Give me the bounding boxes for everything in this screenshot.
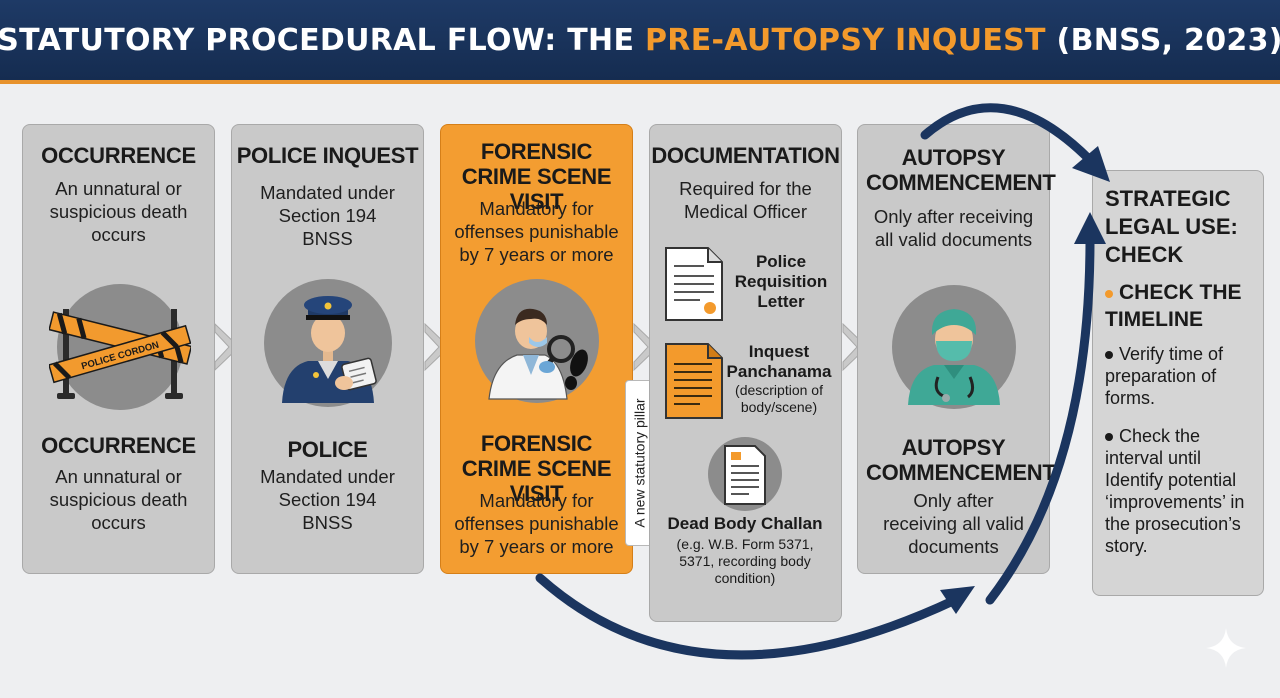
title-part-2: (BNSS, 2023) <box>1045 22 1280 58</box>
title-accent: PRE-AUTOPSY INQUEST <box>645 22 1046 58</box>
header-banner: STATUTORY PROCEDURAL FLOW: THE PRE-AUTOP… <box>0 0 1280 84</box>
step-card-occurrence: OCCURRENCE An unnatural or suspicious de… <box>22 124 215 574</box>
step-description: Mandated under Section 194 BNSS <box>260 182 395 249</box>
document-dead-body-challan: Dead Body Challan (e.g. W.B. Form 5371, … <box>667 514 823 586</box>
title-part-1: STATUTORY PROCEDURAL FLOW: THE <box>0 22 645 58</box>
sparkle-icon <box>1206 628 1246 668</box>
police-cordon-icon: POLICE CORDON <box>49 284 191 410</box>
step-title: DOCUMENTATION <box>651 143 840 168</box>
step-title: POLICE INQUEST <box>236 143 419 168</box>
step-title: AUTOPSY COMMENCEMENT <box>866 145 1056 195</box>
step-description: Only after receiving all valid documents <box>873 206 1034 250</box>
step-title-repeat: FORENSIC CRIME SCENE VISIT <box>461 431 612 506</box>
step-title: FORENSIC CRIME SCENE VISIT <box>461 139 612 214</box>
panel-bullet-verify: Verify time of preparation of forms. <box>1105 344 1224 408</box>
strategic-legal-use-panel: STRATEGIC LEGAL USE: CHECK CHECK THE TIM… <box>1092 170 1264 596</box>
page-title: STATUTORY PROCEDURAL FLOW: THE PRE-AUTOP… <box>0 23 1280 58</box>
panel-title: STRATEGIC LEGAL USE: CHECK <box>1105 186 1238 267</box>
step-title-repeat: AUTOPSY COMMENCEMENT <box>866 435 1056 485</box>
bullet-dot-icon <box>1105 433 1113 442</box>
challan-document-icon <box>708 437 782 511</box>
bullet-dot-icon <box>1105 290 1113 299</box>
step-title-repeat: POLICE <box>287 437 368 462</box>
bullet-dot-icon <box>1105 351 1113 360</box>
step-card-police-inquest: POLICE INQUEST Mandated under Section 19… <box>231 124 424 574</box>
arrow-head-icon <box>940 586 975 614</box>
letter-document-icon <box>665 247 723 321</box>
step-description-repeat: Mandatory for offenses punishable by 7 y… <box>454 490 619 557</box>
step-description: An unnatural or suspicious death occurs <box>49 178 188 245</box>
step-title: OCCURRENCE <box>41 143 196 168</box>
step-description: Required for the Medical Officer <box>679 178 812 222</box>
panel-bullet-interval: Check the interval until Identify potent… <box>1105 426 1245 556</box>
step-description: Mandatory for offenses punishable by 7 y… <box>454 198 619 265</box>
panchanama-document-icon <box>665 343 723 419</box>
surgeon-icon <box>892 285 1016 409</box>
step-description-repeat: An unnatural or suspicious death occurs <box>49 466 188 533</box>
step-title-repeat: OCCURRENCE <box>41 433 196 458</box>
step-description-repeat: Mandated under Section 194 BNSS <box>260 466 395 533</box>
document-police-requisition: Police Requisition Letter <box>734 252 828 311</box>
panel-bullet-timeline: CHECK THE TIMELINE <box>1105 281 1242 331</box>
step-card-autopsy: AUTOPSY COMMENCEMENT Only after receivin… <box>857 124 1056 574</box>
police-officer-icon <box>264 279 392 407</box>
step-description-repeat: Only after receiving all valid documents <box>883 490 1024 557</box>
document-inquest-panchanama: Inquest Panchanama (description of body/… <box>726 342 832 415</box>
step-card-forensic-visit: FORENSIC CRIME SCENE VISIT Mandatory for… <box>440 124 633 574</box>
forensic-investigator-icon <box>475 279 599 403</box>
